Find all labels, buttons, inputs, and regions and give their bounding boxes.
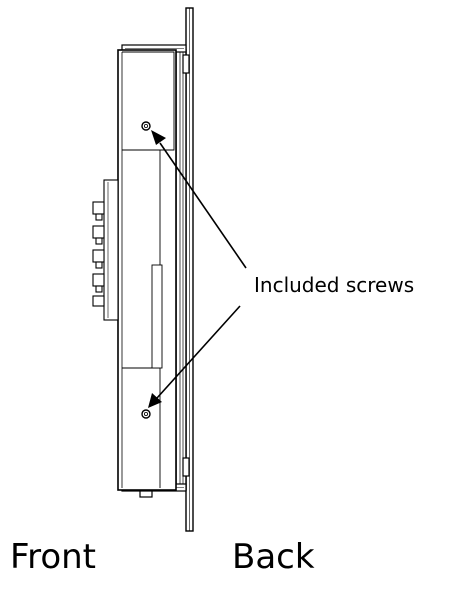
callout-label: Included screws xyxy=(254,273,414,297)
callout-arrow-top xyxy=(151,130,247,269)
housing-body xyxy=(117,49,177,491)
mounting-flange xyxy=(185,7,194,532)
callout-arrow-bottom xyxy=(148,305,241,408)
front-connector-stack xyxy=(92,179,119,321)
front-label: Front xyxy=(10,537,96,577)
back-label: Back xyxy=(232,537,315,577)
bottom-screw-icon xyxy=(141,409,151,419)
top-screw-icon xyxy=(141,121,151,131)
